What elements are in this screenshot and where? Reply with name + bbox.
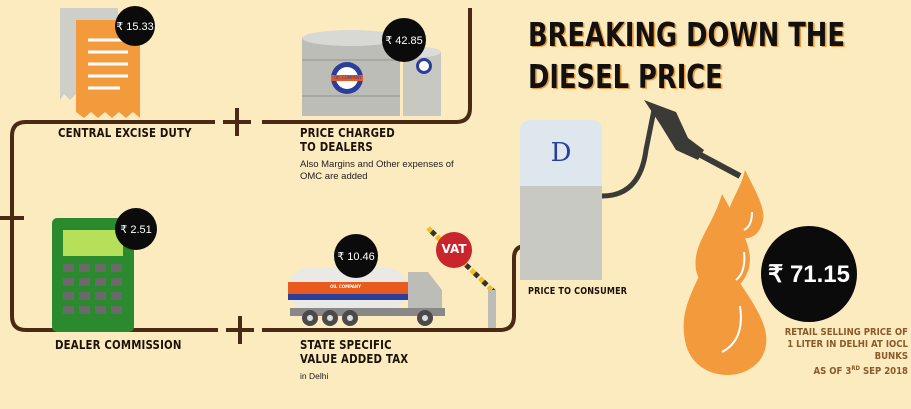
vat-badge: VAT: [441, 242, 467, 256]
vat-badge-bg: [436, 232, 472, 268]
dealer-price-value-badge: ₹ 42.85: [382, 18, 426, 62]
retail-caption-line-2: 1 LITER IN DELHI AT IOCL BUNKS: [787, 339, 908, 362]
tanker-label: OIL COMPANY: [330, 284, 362, 289]
dealer-price-note-line-2: OMC are added: [300, 171, 368, 182]
commission-label: DEALER COMMISSION: [55, 338, 182, 352]
pump-letter: D: [550, 138, 572, 168]
excise-label: CENTRAL EXCISE DUTY: [58, 126, 192, 140]
title-line-1: BREAKING DOWN THE: [528, 15, 845, 54]
fuel-pump-icon: [520, 100, 742, 280]
excise-value-badge: ₹ 15.33: [115, 6, 155, 46]
commission-value-badge: ₹ 2.51: [115, 208, 157, 250]
fuel-drop-icon: [683, 170, 767, 376]
oil-drum-icon: [302, 30, 441, 116]
retail-caption: RETAIL SELLING PRICE OF 1 LITER IN DELHI…: [782, 327, 908, 378]
retail-date-post: SEP 2018: [859, 366, 908, 378]
title-line-2: DIESEL PRICE: [528, 57, 723, 96]
tanker-truck-icon: [288, 268, 445, 326]
vat-label-line-1: STATE SPECIFIC: [300, 338, 392, 352]
vat-note: in Delhi: [300, 371, 329, 381]
retail-date-pre: AS OF 3: [813, 366, 852, 378]
calculator-icon: [52, 218, 134, 332]
vat-label-line-2: VALUE ADDED TAX: [300, 352, 409, 366]
plus-icon: [0, 108, 254, 344]
retail-date-sup: RD: [851, 365, 860, 372]
retail-caption-line-3: AS OF 3RD SEP 2018: [782, 363, 908, 378]
dealer-price-label-line-1: PRICE CHARGED: [300, 126, 395, 140]
consumer-label: PRICE TO CONSUMER: [528, 286, 628, 297]
retail-caption-line-1: RETAIL SELLING PRICE OF: [784, 327, 908, 338]
dealer-price-label-line-2: TO DEALERS: [300, 140, 373, 154]
drum-label: OIL COMPANY: [334, 75, 362, 80]
receipt-icon: [60, 8, 140, 118]
retail-price-badge: ₹ 71.15: [761, 226, 857, 322]
dealer-price-note-line-1: Also Margins and Other expenses of: [300, 159, 454, 170]
vat-value-badge: ₹ 10.46: [334, 234, 378, 278]
